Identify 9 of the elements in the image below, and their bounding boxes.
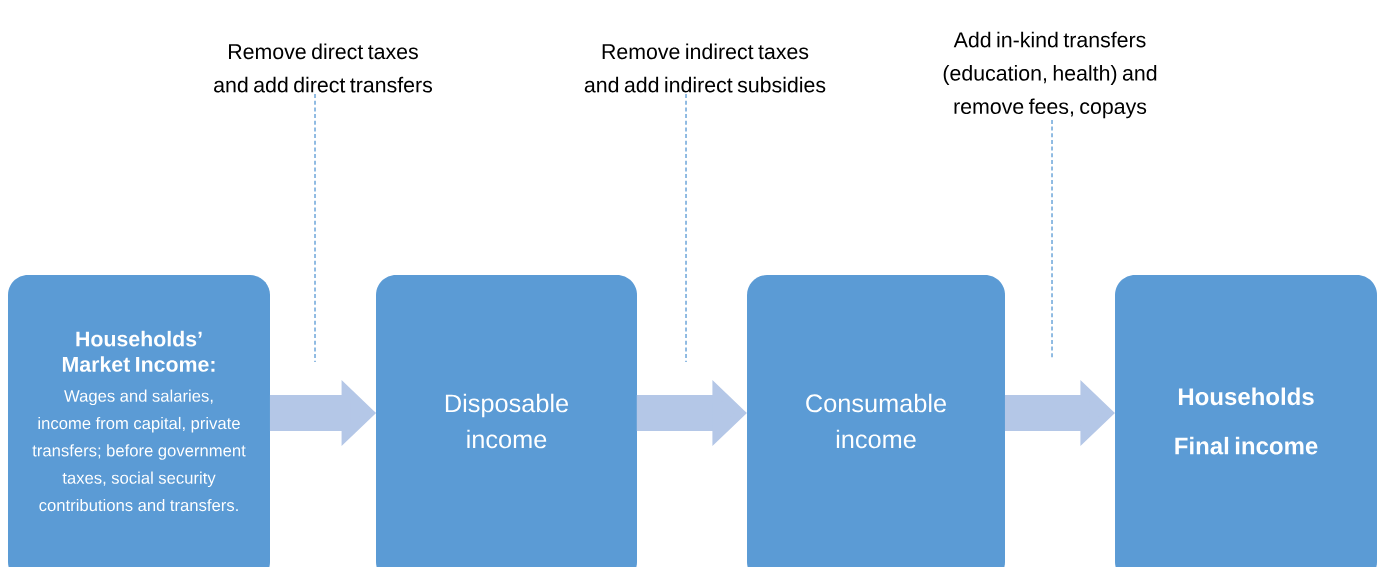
- process-box: Households’ Market Income: Wages and salaries, income from capital, private transfers; before government taxes, social security contributions and transfers.: [8, 275, 270, 567]
- annotation-text: Remove direct taxes and add direct transfers: [214, 43, 432, 93]
- annotation-text: Remove indirect taxes and add indirect subsidies: [584, 43, 826, 93]
- process-box: Households Final income: [1115, 275, 1377, 567]
- leader-line: [685, 93, 687, 363]
- leader-line: [314, 93, 316, 363]
- process-box: Disposable income: [376, 275, 637, 567]
- process-box: Consumable income: [747, 275, 1005, 567]
- annotation-text: Add in-kind transfers (education, health) and remove fees, copays: [943, 31, 1157, 119]
